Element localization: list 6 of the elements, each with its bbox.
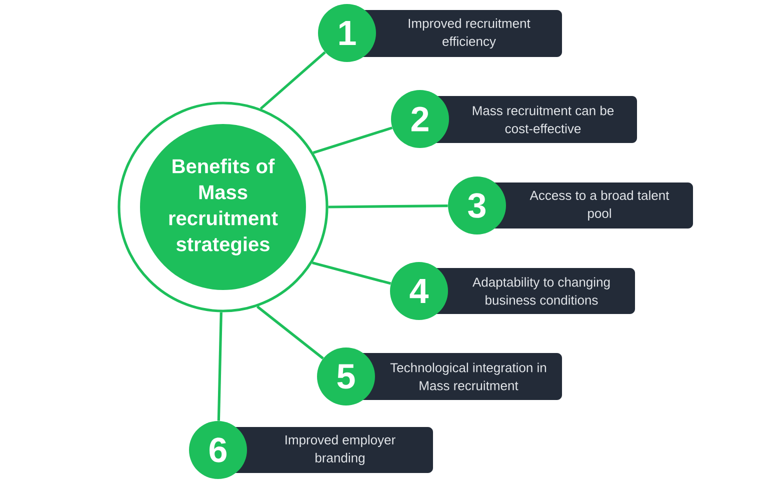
connector-line [328, 204, 448, 208]
connector-line [312, 262, 392, 285]
connector-line [217, 312, 222, 421]
connector-line [256, 306, 324, 360]
connector-line [260, 51, 326, 110]
connector-line [312, 126, 393, 154]
